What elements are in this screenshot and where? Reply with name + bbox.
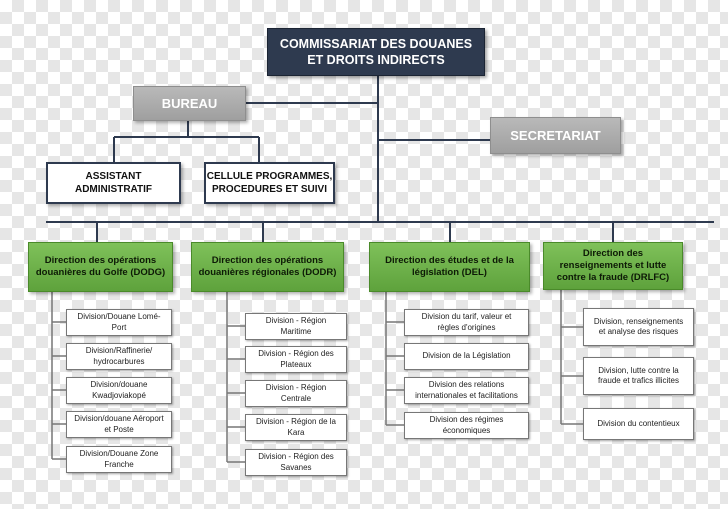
division-label-line: Division/Douane Zone	[79, 449, 159, 458]
commissariat-box[interactable]: COMMISSARIAT DES DOUANES ET DROITS INDIR…	[267, 28, 485, 76]
division-label-line: Division/Douane Lomé-	[77, 312, 161, 321]
direction-label-line: renseignements et lutte	[559, 260, 667, 271]
direction-del-box[interactable]: Direction des études et de la législatio…	[369, 242, 530, 292]
cellule-label-line2: PROCEDURES ET SUIVI	[211, 184, 328, 195]
division-box[interactable]: Division, renseignements et analyse des …	[583, 308, 694, 346]
direction-label-line: Direction des opérations	[44, 255, 157, 266]
division-label-line: Kwadjoviakopé	[92, 390, 146, 400]
direction-label-line: Direction des	[582, 248, 644, 259]
direction-label-line: douanières régionales (DODR)	[198, 267, 337, 278]
commissariat-title-line2: ET DROITS INDIRECTS	[307, 53, 445, 67]
division-box[interactable]: Division - Région de la Kara	[245, 414, 347, 441]
division-label-line: économiques	[442, 425, 491, 435]
division-label-line: Division - Région	[265, 316, 327, 325]
division-label-line: Division/douane Aéroport	[74, 414, 164, 423]
direction-label-line: Direction des opérations	[211, 255, 324, 266]
division-box[interactable]: Division/Douane Zone Franche	[66, 446, 172, 473]
division-label-line: Maritime	[280, 326, 312, 336]
division-box[interactable]: Division du contentieux	[583, 408, 694, 440]
cellule-programmes-box[interactable]: CELLULE PROGRAMMES, PROCEDURES ET SUIVI	[204, 162, 335, 204]
division-box[interactable]: Division/Raffinerie/ hydrocarbures	[66, 343, 172, 370]
division-label-line: Port	[111, 322, 127, 332]
division-box[interactable]: Division/douane Aéroport et Poste	[66, 411, 172, 438]
division-label-line: Kara	[287, 427, 305, 437]
division-label-line: Centrale	[280, 393, 312, 403]
cellule-label-line1: CELLULE PROGRAMMES,	[206, 171, 333, 182]
division-label-line: Division/douane	[90, 380, 148, 389]
division-label-line: hydrocarbures	[93, 356, 145, 366]
division-box[interactable]: Division/douane Kwadjoviakopé	[66, 377, 172, 404]
division-label-line: et Poste	[104, 424, 134, 434]
assistant-label-line2: ADMINISTRATIF	[74, 184, 153, 195]
bureau-label: BUREAU	[161, 96, 218, 111]
division-label-line: Plateaux	[280, 359, 312, 369]
division-box[interactable]: Division des régimes économiques	[404, 412, 529, 439]
division-label-line: Division du tarif, valeur et	[421, 312, 512, 321]
division-label-line: Division - Région de la	[255, 417, 337, 426]
division-label-line: Division/Raffinerie/	[85, 346, 153, 355]
assistant-administratif-box[interactable]: ASSISTANT ADMINISTRATIF	[46, 162, 181, 204]
division-box[interactable]: Division - Région Centrale	[245, 380, 347, 407]
division-box[interactable]: Division du tarif, valeur et règles d'or…	[404, 309, 529, 336]
bureau-box[interactable]: BUREAU	[133, 86, 246, 121]
division-box[interactable]: Division - Région des Savanes	[245, 449, 347, 476]
commissariat-title-line1: COMMISSARIAT DES DOUANES	[279, 37, 473, 51]
division-label-line: Division de la Législation	[422, 351, 511, 361]
division-box[interactable]: Division/Douane Lomé- Port	[66, 309, 172, 336]
division-label-line: Division, renseignements	[593, 316, 684, 326]
direction-dodr-box[interactable]: Direction des opérations douanières régi…	[191, 242, 344, 292]
division-label-line: Division - Région des	[258, 452, 334, 461]
division-label-line: Division - Région	[265, 383, 327, 392]
division-box[interactable]: Division de la Législation	[404, 343, 529, 370]
division-label-line: fraude et trafics illicites	[598, 376, 679, 385]
division-label-line: Division des régimes	[429, 415, 504, 424]
division-box[interactable]: Division des relations internationales e…	[404, 377, 529, 404]
direction-dodg-box[interactable]: Direction des opérations douanières du G…	[28, 242, 173, 292]
direction-label-line: législation (DEL)	[412, 267, 487, 278]
division-label-line: Franche	[104, 459, 134, 469]
division-label-line: et analyse des risques	[598, 327, 679, 336]
direction-drlfc-box[interactable]: Direction des renseignements et lutte co…	[543, 242, 683, 290]
division-label-line: Division - Région des	[258, 349, 334, 358]
division-label-line: règles d'origines	[437, 322, 496, 332]
division-label-line: Division des relations	[428, 380, 505, 389]
division-box[interactable]: Division, lutte contre la fraude et traf…	[583, 357, 694, 395]
direction-label-line: douanières du Golfe (DODG)	[35, 267, 166, 278]
direction-label-line: contre la fraude (DRLFC)	[556, 272, 670, 283]
secretariat-box[interactable]: SECRETARIAT	[490, 117, 621, 154]
secretariat-label: SECRETARIAT	[510, 128, 601, 143]
division-label-line: Division, lutte contre la	[598, 365, 679, 375]
division-label-line: internationales et facilitations	[415, 390, 518, 400]
assistant-label-line1: ASSISTANT	[85, 171, 142, 182]
division-box[interactable]: Division - Région des Plateaux	[245, 346, 347, 373]
division-label-line: Savanes	[280, 462, 312, 472]
division-box[interactable]: Division - Région Maritime	[245, 313, 347, 340]
direction-label-line: Direction des études et de la	[385, 255, 514, 266]
division-label-line: Division du contentieux	[597, 418, 680, 428]
